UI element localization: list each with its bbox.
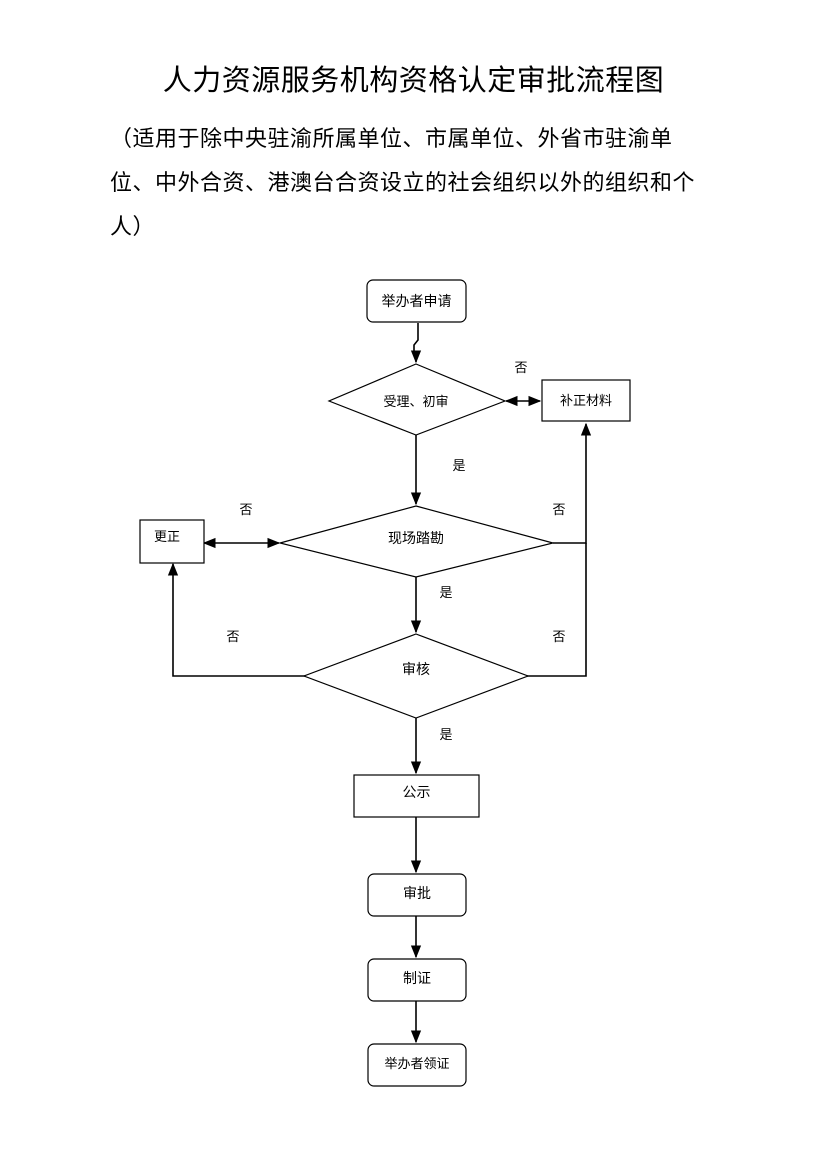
edge-label-accept-yes: 是 xyxy=(452,459,465,474)
node-certify-label: 制证 xyxy=(403,971,431,987)
edge-label-inspect-yes: 是 xyxy=(439,586,452,601)
node-approve xyxy=(367,873,467,917)
node-accept-label: 受理、初审 xyxy=(383,395,448,410)
connector-review-supplement xyxy=(527,543,587,677)
edge-label-review-yes: 是 xyxy=(439,728,452,743)
node-supplement xyxy=(541,379,631,422)
node-approve-label: 审批 xyxy=(403,886,431,902)
node-apply xyxy=(366,279,467,323)
node-certify xyxy=(367,958,467,1002)
node-correct-label: 更正 xyxy=(154,530,180,545)
page-title: 人力资源服务机构资格认定审批流程图 xyxy=(162,63,665,97)
edge-label-accept-no: 否 xyxy=(514,361,527,376)
node-collect xyxy=(367,1043,467,1087)
node-review-label: 审核 xyxy=(402,662,430,678)
node-publicize-label: 公示 xyxy=(403,785,431,801)
node-inspect xyxy=(277,505,556,578)
node-collect-label: 举办者领证 xyxy=(384,1057,449,1072)
page-subtitle: （适用于除中央驻渝所属单位、市属单位、外省市驻渝单位、中外合资、港澳台合资设立的… xyxy=(110,127,696,240)
edge-label-inspect-no-right: 否 xyxy=(552,503,565,518)
node-review xyxy=(302,633,530,719)
edge-label-review-no-left: 否 xyxy=(226,630,239,645)
connector-apply-accept xyxy=(414,323,418,362)
node-publicize xyxy=(353,774,480,818)
connector-review-correct xyxy=(167,562,305,677)
node-apply-label: 举办者申请 xyxy=(382,294,452,310)
edge-label-review-no-right: 否 xyxy=(552,630,565,645)
node-correct xyxy=(139,519,205,564)
node-accept xyxy=(327,363,507,436)
connector-inspect-supplement xyxy=(553,422,592,544)
node-inspect-label: 现场踏勘 xyxy=(388,531,444,547)
node-supplement-label: 补正材料 xyxy=(560,394,612,409)
edge-label-inspect-no-left: 否 xyxy=(239,503,252,518)
